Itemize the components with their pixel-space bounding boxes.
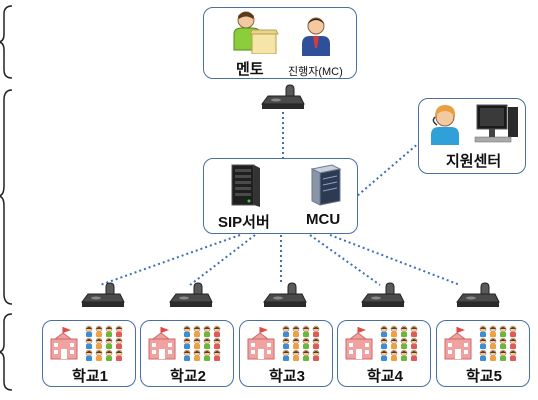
line-support-to-server [356, 141, 421, 197]
support-center-box: 지원센터 [418, 98, 526, 174]
school-label: 학교2 [170, 368, 206, 385]
bracket-middle [0, 89, 13, 305]
server-icon [231, 164, 260, 207]
bracket-bottom [0, 313, 13, 391]
school-building-icon [148, 327, 176, 360]
bracket-top [0, 5, 13, 79]
mcu-icon [310, 164, 342, 206]
school-box: 학교4 [337, 320, 431, 387]
school-label: 학교3 [269, 368, 305, 385]
line-server-to-school2 [189, 234, 256, 286]
school-box: 학교3 [239, 320, 333, 387]
mcu-label: MCU [306, 211, 341, 228]
video-device-icon [261, 84, 305, 109]
students-icon [183, 325, 221, 361]
mentor-label: 멘토 [236, 61, 264, 78]
school-box: 학교5 [436, 320, 530, 387]
video-device-icon [263, 282, 307, 307]
school-label: 학교1 [72, 368, 108, 385]
podium-icon [251, 33, 277, 54]
line-server-to-school5 [329, 234, 461, 286]
students-icon [380, 325, 418, 361]
video-device-icon [456, 282, 500, 307]
video-device-icon [81, 282, 125, 307]
server-box: SIP서버 MCU [203, 158, 358, 234]
presenter-icon [233, 11, 279, 54]
support-center-label: 지원센터 [446, 153, 502, 170]
school-box: 학교2 [140, 320, 234, 387]
computer-icon [474, 104, 518, 143]
operator-icon [431, 105, 459, 145]
line-server-to-school1 [99, 234, 241, 286]
school-box: 학교1 [42, 320, 136, 387]
school-building-icon [345, 327, 373, 360]
students-icon [282, 325, 320, 361]
students-icon [85, 325, 123, 361]
sip-server-label: SIP서버 [218, 214, 270, 231]
school-building-icon [444, 327, 472, 360]
video-device-icon [169, 282, 213, 307]
line-server-to-school4 [309, 234, 381, 286]
person-icon [302, 17, 330, 56]
students-icon [479, 325, 517, 361]
school-label: 학교4 [367, 368, 403, 385]
mentor-box: 멘토 진행자(MC) [203, 7, 357, 79]
host-label: 진행자(MC) [288, 66, 343, 78]
video-device-icon [361, 282, 405, 307]
school-label: 학교5 [466, 368, 502, 385]
school-building-icon [50, 327, 78, 360]
school-building-icon [247, 327, 275, 360]
